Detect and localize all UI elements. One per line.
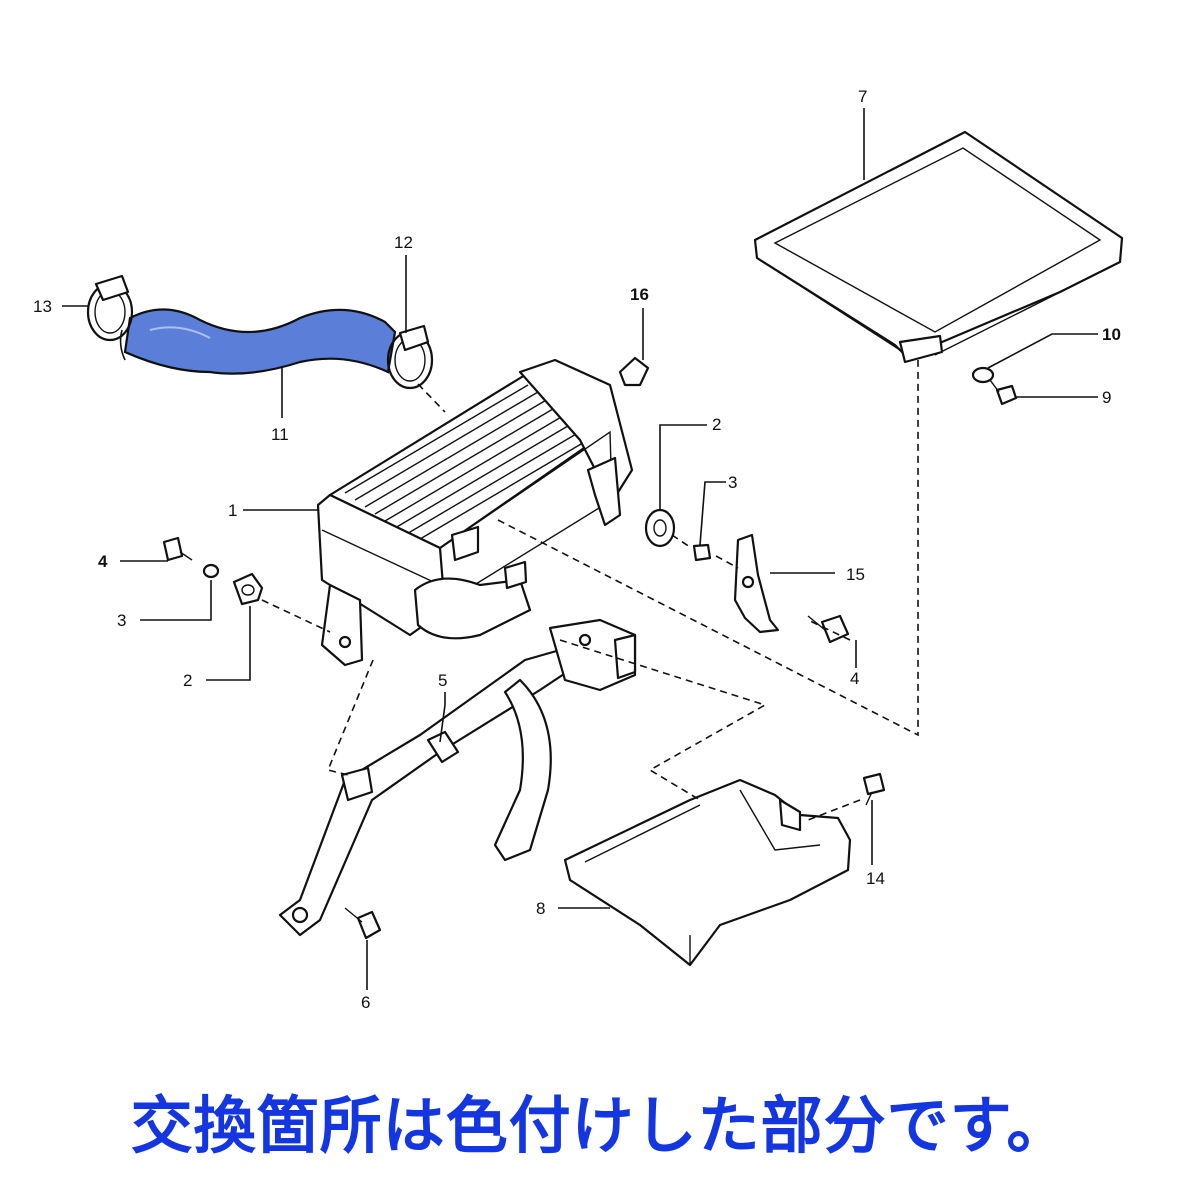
callout-15: 15 [846,565,865,584]
tray-frame [753,130,1124,364]
callout-16: 16 [630,285,649,304]
assembly-lines [261,360,919,821]
bolt-9 [862,772,886,806]
callout-14: 13 [33,297,52,316]
hose-clamp-14 [86,274,134,342]
grommet-2-right [644,508,676,548]
bracket-15 [733,533,780,634]
parts-diagram: 7 10 9 12 13 11 16 2 3 15 4 1 4 3 2 5 6 … [33,87,1124,1012]
callout-3-left: 3 [117,611,126,630]
hose-clamp-13 [386,324,434,390]
callout-2-left: 2 [183,671,192,690]
callout-3-right: 3 [728,473,737,492]
callout-10: 9 [1102,388,1111,407]
callout-9: 14 [866,869,885,888]
bolt-4-right [807,614,850,644]
callout-4-left: 4 [98,552,108,571]
callout-7: 7 [858,87,867,106]
support-bracket-5 [278,618,637,937]
collar-3-right [692,543,712,562]
callout-11: 10 [1102,325,1121,344]
callouts: 7 10 9 12 13 11 16 2 3 15 4 1 4 3 2 5 6 … [33,87,1121,1012]
callout-8: 8 [536,899,545,918]
under-cover-8 [563,778,852,967]
callout-12: 11 [271,425,289,444]
bolt-10 [989,379,1018,406]
bolt-6 [344,907,382,940]
callout-13: 12 [394,233,413,252]
caption-text: 交換箇所は色付けした部分です。 [130,1089,1070,1162]
callout-6: 6 [361,993,370,1012]
callout-4-right: 4 [850,669,859,688]
intake-hose-highlighted [119,308,397,375]
bolt-4-left [162,536,193,562]
grommet-2-left [232,572,264,606]
washer-11 [971,366,995,384]
callout-1: 1 [228,501,237,520]
clip-16 [618,356,650,387]
callout-5: 5 [438,671,447,690]
intercooler [316,358,634,667]
leader-lines [62,108,1098,990]
washer-3-left [202,563,220,579]
callout-2-right: 2 [712,415,721,434]
